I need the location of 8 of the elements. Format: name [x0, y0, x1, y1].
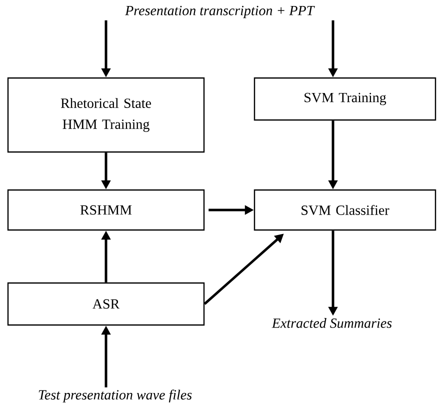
- process-box: ASR: [7, 282, 205, 326]
- process-box: SVM Classifier: [254, 189, 436, 231]
- text-label: Extracted Summaries: [272, 318, 392, 328]
- process-box: SVM Training: [254, 77, 436, 121]
- process-box: Rhetorical State HMM Training: [7, 77, 205, 153]
- text-label: Presentation transcription + PPT: [125, 6, 315, 18]
- process-box: RSHMM: [7, 189, 205, 231]
- text-label: Test presentation wave files: [38, 390, 192, 402]
